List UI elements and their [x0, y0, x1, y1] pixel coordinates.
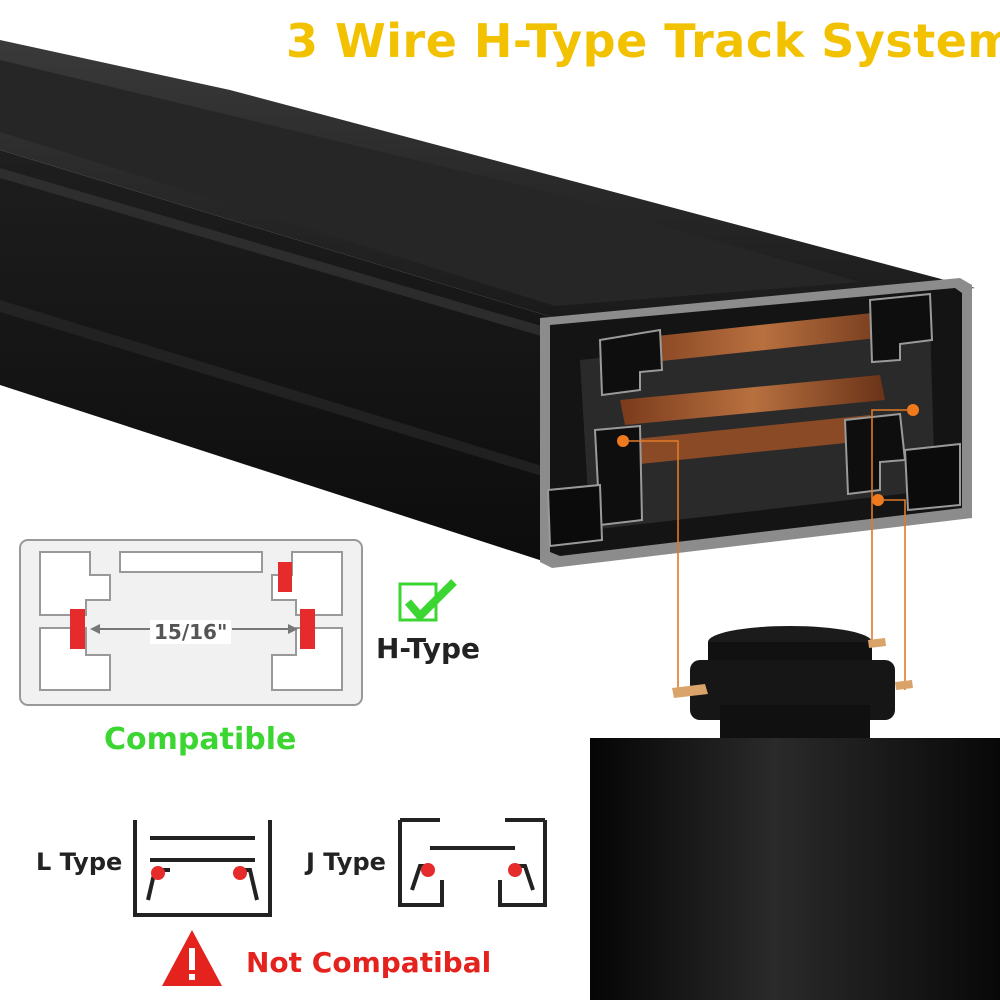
- l-type-label: L Type: [36, 848, 123, 876]
- j-type-profile-diagram: [398, 818, 547, 907]
- track-side-face: [0, 150, 555, 565]
- warning-icon: [162, 930, 222, 986]
- compatible-label: Compatible: [104, 722, 297, 757]
- page-title: 3 Wire H-Type Track System: [286, 14, 1000, 68]
- h-type-label: H-Type: [376, 632, 481, 665]
- check-icon: [398, 579, 457, 622]
- track-cross-section: [540, 278, 972, 568]
- j-type-label: J Type: [306, 848, 386, 876]
- not-compatible-label: Not Compatibal: [246, 946, 492, 979]
- track-adapter: [590, 626, 1000, 1000]
- contact-lines: [623, 409, 913, 690]
- dimension-label: 15/16": [150, 620, 232, 644]
- light-cylinder: [590, 738, 1000, 1000]
